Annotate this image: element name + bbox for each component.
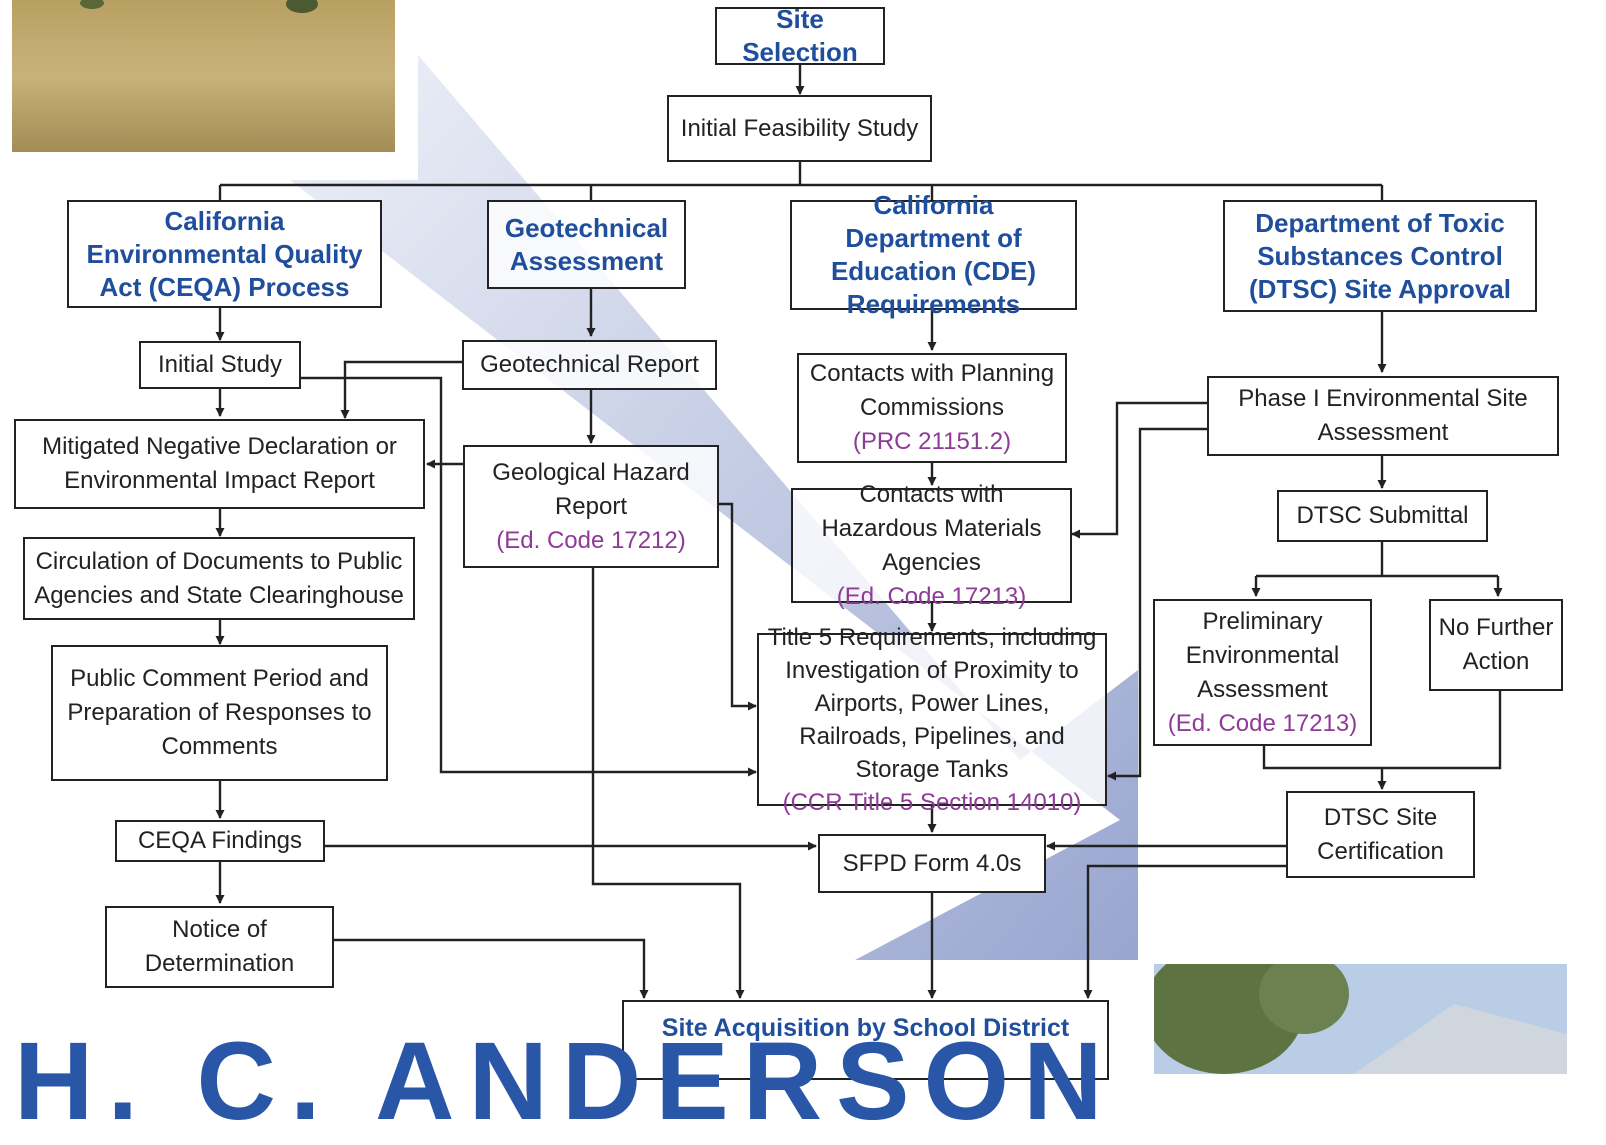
ceqa-findings-box: CEQA Findings [115,820,325,862]
contacts-hazmat-label: Contacts with Hazardous Materials Agenci… [821,480,1042,576]
flowchart-canvas: Site Selection Initial Feasibility Study… [12,0,1567,1143]
phase1-box: Phase I Environmental Site Assessment [1207,376,1559,456]
initial-feasibility-label: Initial Feasibility Study [680,114,919,142]
ceqa-findings-label: CEQA Findings [137,827,303,854]
geo-hazard-label: Geological Hazard Report [492,458,690,520]
contacts-planning-citation: (PRC 21151.2) [852,428,1012,455]
sfpd-label: SFPD Form 4.0s [842,849,1022,877]
title5-citation: (CCR Title 5 Section 14010) [782,788,1082,816]
sfpd-box: SFPD Form 4.0s [818,834,1046,893]
public-comment-box: Public Comment Period and Preparation of… [51,645,388,781]
contacts-hazmat-citation: (Ed. Code 17213) [836,582,1027,610]
ceqa-box: California Environmental Quality Act (CE… [67,200,382,308]
dtsc-submittal-box: DTSC Submittal [1277,490,1488,542]
site-acquisition-label: Site Acquisition by School District [661,1014,1070,1042]
field-photo [12,0,395,152]
contacts-hazmat-box: Contacts with Hazardous Materials Agenci… [791,481,1072,610]
dtsc-box: Department of Toxic Substances Control (… [1223,200,1537,312]
dtsc-cert-label: DTSC Site Certification [1317,803,1444,865]
pea-citation: (Ed. Code 17213) [1167,709,1358,737]
publisher-watermark: H. C. ANDERSON [14,1020,1117,1143]
dtsc-cert-box: DTSC Site Certification [1286,791,1475,878]
geotech-box: Geotechnical Assessment [487,200,686,289]
circulation-label: Circulation of Documents to Public Agenc… [34,547,404,609]
no-further-box: No Further Action [1429,599,1563,691]
geotech-label: Geotechnical Assessment [504,212,669,276]
initial-study-label: Initial Study [157,351,283,378]
no-further-label: No Further Action [1438,614,1554,675]
site-selection-box: Site Selection [715,4,885,67]
geotech-report-label: Geotechnical Report [480,351,699,378]
mitigated-box: Mitigated Negative Declaration or Enviro… [14,419,425,509]
cde-box: California Department of Education (CDE)… [790,190,1077,319]
geotech-report-box: Geotechnical Report [462,340,717,390]
geo-hazard-box: Geological Hazard Report (Ed. Code 17212… [463,445,719,568]
pea-label: Preliminary Environmental Assessment [1185,607,1340,703]
title5-label: Title 5 Requirements, including Investig… [767,623,1097,783]
circulation-box: Circulation of Documents to Public Agenc… [23,537,415,620]
public-comment-label: Public Comment Period and Preparation of… [67,665,372,760]
contacts-planning-box: Contacts with Planning Commissions (PRC … [797,353,1067,463]
dtsc-submittal-label: DTSC Submittal [1296,502,1469,529]
initial-study-box: Initial Study [139,341,301,389]
notice-label: Notice of Determination [144,916,295,977]
dtsc-label: Department of Toxic Substances Control (… [1249,207,1511,304]
site-acquisition-box: Site Acquisition by School District [622,1000,1109,1080]
cde-label: California Department of Education (CDE)… [830,190,1037,319]
contacts-planning-label: Contacts with Planning Commissions [809,360,1055,421]
geo-hazard-citation: (Ed. Code 17212) [496,526,686,554]
phase1-label: Phase I Environmental Site Assessment [1238,385,1528,446]
building-photo [1154,964,1567,1074]
notice-box: Notice of Determination [105,906,334,988]
title5-box: Title 5 Requirements, including Investig… [757,624,1107,816]
site-selection-label: Site Selection [742,4,858,67]
initial-feasibility-box: Initial Feasibility Study [667,95,932,162]
ceqa-label: California Environmental Quality Act (CE… [86,205,363,302]
pea-box: Preliminary Environmental Assessment (Ed… [1153,599,1372,746]
mitigated-label: Mitigated Negative Declaration or Enviro… [42,433,397,494]
